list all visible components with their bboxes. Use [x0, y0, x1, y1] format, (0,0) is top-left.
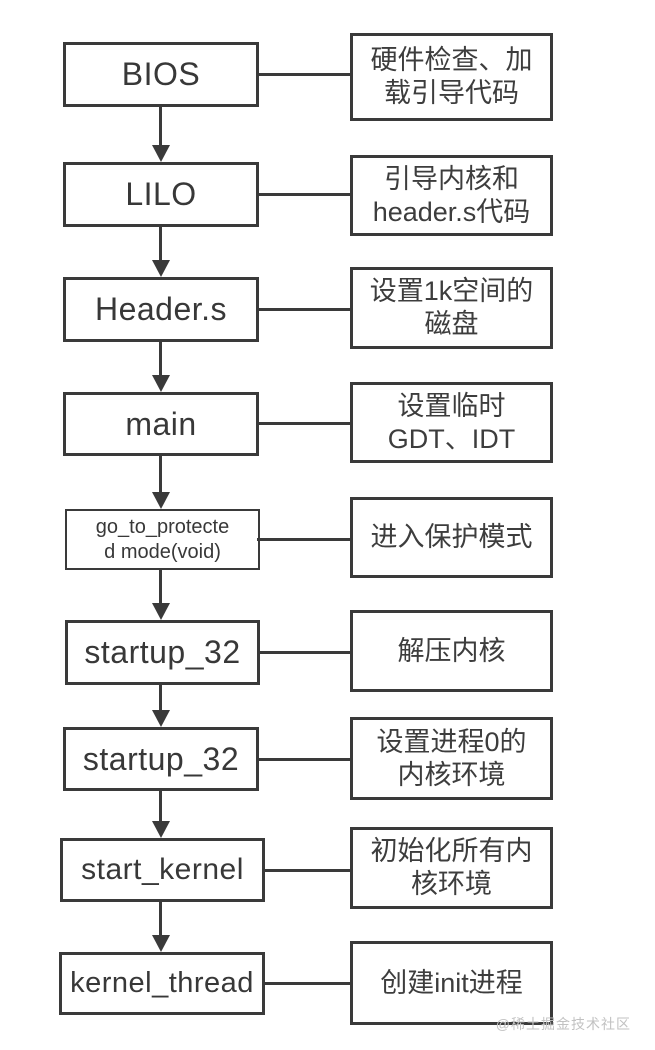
flow-node-lilo: LILO [63, 162, 259, 227]
flow-node-start-kernel-label: start_kernel [81, 853, 244, 886]
flow-node-startup-32-b-label: startup_32 [82, 740, 240, 777]
down-arrow-1-shaft [159, 106, 162, 146]
desc-gtpm-line1: 进入保护模式 [370, 522, 533, 552]
flow-node-kernel-thread-label: kernel_thread [70, 967, 254, 999]
flow-node-startup-32-a-label: startup_32 [84, 634, 241, 670]
desc-bios-line1: 硬件检查、加 [370, 45, 533, 75]
flow-node-bios: BIOS [63, 42, 259, 107]
desc-start-kernel-line2: 核环境 [411, 869, 492, 899]
desc-node-startup-32-a: 解压内核 [350, 610, 553, 692]
desc-lilo-line1: 引导内核和 [384, 163, 519, 194]
desc-node-start-kernel: 初始化所有内 核环境 [350, 827, 553, 909]
down-arrow-3-head-icon [152, 375, 170, 392]
desc-main-line1: 设置临时 [397, 390, 506, 421]
desc-node-main: 设置临时 GDT、IDT [350, 382, 553, 463]
connector-main [256, 422, 350, 425]
flow-node-start-kernel: start_kernel [60, 838, 265, 902]
down-arrow-6-shaft [159, 684, 162, 711]
down-arrow-7-shaft [159, 790, 162, 822]
desc-lilo-line2: header.s代码 [372, 196, 531, 227]
flow-node-go-to-protected-mode: go_to_protecte d mode(void) [65, 509, 260, 570]
flow-node-gtpm-line2: d mode(void) [104, 540, 221, 563]
connector-kernel-thread [262, 982, 350, 985]
down-arrow-1-head-icon [152, 145, 170, 162]
desc-start-kernel-line1: 初始化所有内 [370, 836, 533, 866]
connector-lilo [256, 193, 350, 196]
flow-node-lilo-label: LILO [125, 176, 197, 212]
desc-node-lilo: 引导内核和 header.s代码 [350, 155, 553, 236]
down-arrow-4-head-icon [152, 492, 170, 509]
desc-node-startup-32-b: 设置进程0的 内核环境 [350, 717, 553, 800]
flow-node-header-s-label: Header.s [94, 291, 228, 327]
connector-header-s [256, 308, 350, 311]
desc-bios-line2: 载引导代码 [384, 78, 519, 108]
watermark: @稀土掘金技术社区 [495, 1016, 631, 1032]
down-arrow-7-head-icon [152, 821, 170, 838]
flow-node-bios-label: BIOS [121, 56, 201, 92]
down-arrow-5-head-icon [152, 603, 170, 620]
desc-startup-32-b-line1: 设置进程0的 [376, 726, 527, 757]
flow-node-main: main [63, 392, 259, 456]
connector-go-to-protected-mode [257, 538, 350, 541]
down-arrow-3-shaft [159, 341, 162, 376]
desc-startup-32-a-line1: 解压内核 [397, 635, 506, 666]
flow-node-kernel-thread: kernel_thread [59, 952, 265, 1015]
desc-node-kernel-thread: 创建init进程 [350, 941, 553, 1025]
desc-node-go-to-protected-mode: 进入保护模式 [350, 497, 553, 578]
flow-node-main-label: main [125, 405, 197, 442]
connector-start-kernel [262, 869, 350, 872]
connector-bios [256, 73, 350, 76]
connector-startup-32-b [256, 758, 350, 761]
desc-startup-32-b-line2: 内核环境 [397, 759, 506, 790]
desc-kernel-thread-line1: 创建init进程 [380, 967, 523, 998]
down-arrow-5-shaft [159, 569, 162, 604]
flow-node-startup-32-a: startup_32 [65, 620, 260, 685]
down-arrow-2-head-icon [152, 260, 170, 277]
down-arrow-4-shaft [159, 455, 162, 493]
desc-node-header-s: 设置1k空间的 磁盘 [350, 267, 553, 349]
flow-node-startup-32-b: startup_32 [63, 727, 259, 791]
desc-header-s-line1: 设置1k空间的 [369, 276, 534, 306]
down-arrow-2-shaft [159, 226, 162, 261]
flow-node-header-s: Header.s [63, 277, 259, 342]
connector-startup-32-a [257, 651, 350, 654]
desc-header-s-line2: 磁盘 [424, 309, 479, 339]
down-arrow-6-head-icon [152, 710, 170, 727]
desc-node-bios: 硬件检查、加 载引导代码 [350, 33, 553, 121]
flow-node-gtpm-line1: go_to_protecte [95, 515, 230, 538]
desc-main-line2: GDT、IDT [387, 423, 516, 454]
down-arrow-8-head-icon [152, 935, 170, 952]
down-arrow-8-shaft [159, 901, 162, 936]
